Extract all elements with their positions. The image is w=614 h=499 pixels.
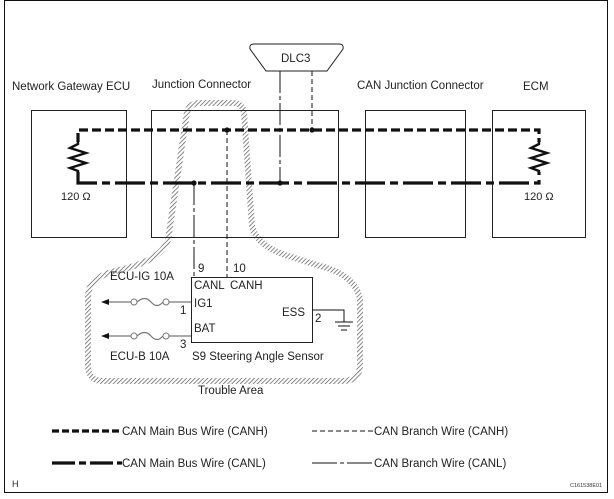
ess-ground-wire xyxy=(312,309,345,322)
junction-dot-canh-sensor xyxy=(224,127,230,133)
pin-ess-label: ESS xyxy=(282,307,305,319)
junction-dot-canh-dlc3 xyxy=(309,127,315,133)
pin-1-number: 1 xyxy=(180,305,186,317)
corner-letter: H xyxy=(12,479,19,489)
fuse-ecu-b-label: ECU-B 10A xyxy=(110,351,170,363)
dlc3-label: DLC3 xyxy=(281,53,310,65)
junction-dot-canl-sensor xyxy=(191,180,197,186)
sensor-name-label: S9 Steering Angle Sensor xyxy=(192,351,324,363)
figure-code: C161538E01 xyxy=(570,483,602,489)
label-can-junction-connector: CAN Junction Connector xyxy=(357,80,484,92)
gateway-resistor-icon xyxy=(65,141,91,173)
pin-ig1-label: IG1 xyxy=(194,298,213,310)
bat-fuse-circuit xyxy=(101,331,191,341)
can-main-bus-canh xyxy=(76,128,541,142)
label-junction-connector: Junction Connector xyxy=(152,79,251,91)
label-ecm: ECM xyxy=(523,81,549,93)
dlc3-connector xyxy=(249,43,344,72)
legend-main-canh-label: CAN Main Bus Wire (CANH) xyxy=(122,426,268,438)
bat-arrow-icon xyxy=(101,333,109,339)
pin-canh-label: CANH xyxy=(230,280,263,292)
pin-10-number: 10 xyxy=(233,263,246,275)
fuse-ecu-ig-label: ECU-IG 10A xyxy=(110,271,174,283)
pin-2-number: 2 xyxy=(315,313,321,325)
ig1-fuse-circuit xyxy=(101,297,191,307)
ig1-arrow-icon xyxy=(101,299,109,305)
trouble-area-label: Trouble Area xyxy=(198,385,264,397)
network-gateway-ecu-box xyxy=(31,110,127,238)
legend-main-canl-label: CAN Main Bus Wire (CANL) xyxy=(122,458,266,470)
ecm-resistor-icon xyxy=(526,141,552,173)
pin-9-number: 9 xyxy=(198,263,204,275)
can-main-bus-canl xyxy=(76,172,541,185)
junction-dot-canl-dlc3 xyxy=(277,180,283,186)
can-junction-connector-box xyxy=(365,110,466,238)
ecm-box xyxy=(492,110,586,238)
gateway-resistor-value: 120 Ω xyxy=(61,191,91,203)
legend-branch-canh-label: CAN Branch Wire (CANH) xyxy=(374,426,508,438)
legend-branch-canl-label: CAN Branch Wire (CANL) xyxy=(374,458,506,470)
pin-3-number: 3 xyxy=(180,339,186,351)
figure-frame xyxy=(4,0,608,493)
pin-canl-label: CANL xyxy=(194,280,225,292)
junction-connector-box xyxy=(151,110,339,238)
pin-bat-label: BAT xyxy=(194,323,216,335)
label-network-gateway-ecu: Network Gateway ECU xyxy=(12,81,130,93)
ground-icon xyxy=(335,321,353,331)
ecm-resistor-value: 120 Ω xyxy=(524,191,554,203)
trouble-area-outline xyxy=(85,100,363,384)
legend: CAN Main Bus Wire (CANH) CAN Branch Wire… xyxy=(52,426,508,470)
